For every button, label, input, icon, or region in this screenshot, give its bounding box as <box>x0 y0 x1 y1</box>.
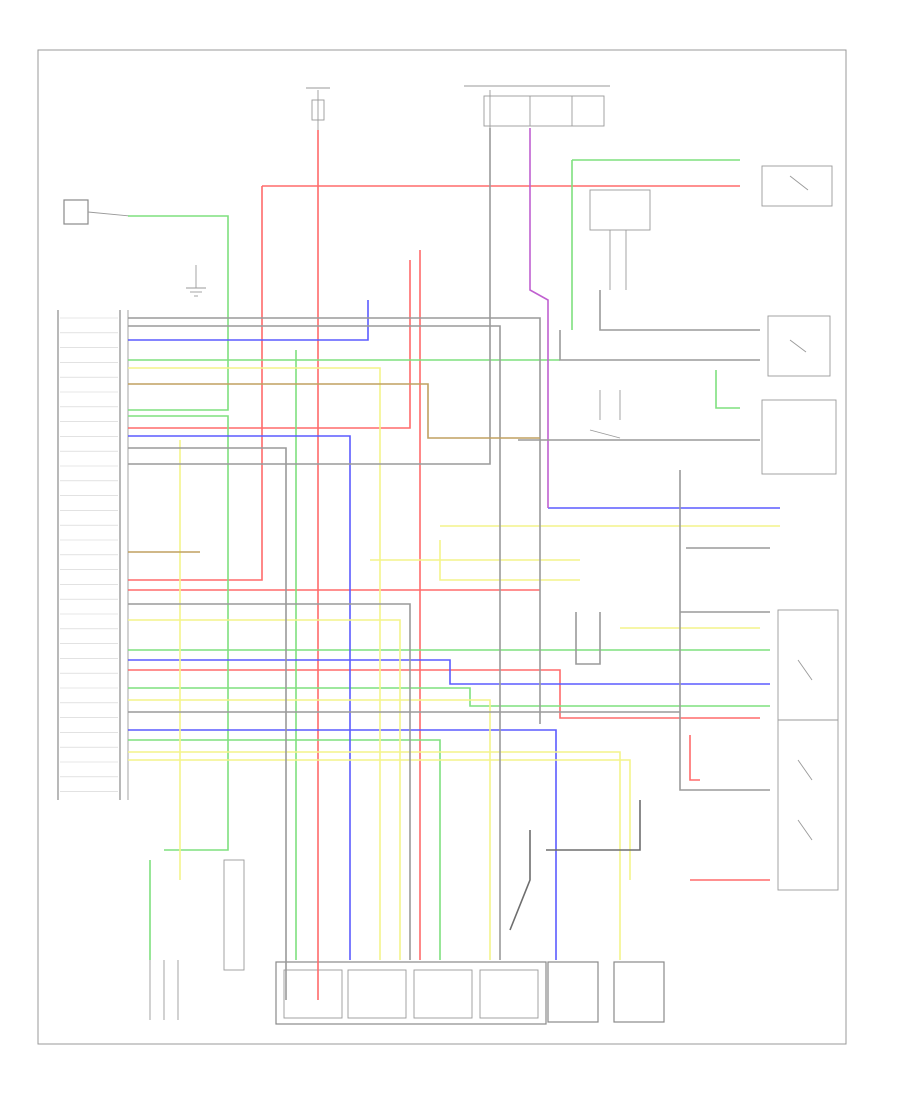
center-switch <box>589 390 621 439</box>
data-link-connector <box>63 199 131 225</box>
wires <box>128 128 780 1000</box>
green-wire <box>128 415 229 851</box>
brown-wire <box>128 383 540 439</box>
dark-wire <box>546 800 641 851</box>
red-wire <box>128 186 263 581</box>
red-wire <box>128 669 760 719</box>
blue-wire <box>128 435 351 960</box>
purple-wire <box>529 128 549 508</box>
bottom-left-sensors <box>149 859 245 1020</box>
dark-wire <box>509 830 531 931</box>
yellow-wire <box>128 751 621 960</box>
gray-wire <box>128 325 501 960</box>
gray-wire <box>599 290 760 331</box>
yellow-wire <box>128 367 381 960</box>
blue-wire <box>128 659 770 685</box>
red-wire <box>689 735 700 781</box>
center-relay <box>589 189 651 290</box>
red-wire <box>128 260 411 429</box>
gray-wire <box>128 128 491 465</box>
right-relay-2 <box>761 399 837 475</box>
diagram-frame <box>37 49 847 1045</box>
blue-wire <box>128 729 557 960</box>
gray-wire <box>679 470 770 791</box>
blue-wire <box>128 300 369 341</box>
bottom-connector <box>275 961 547 1025</box>
pin-rows <box>60 317 118 792</box>
right-switch-stack <box>777 609 839 891</box>
green-wire <box>715 370 740 409</box>
green-wire <box>128 687 770 707</box>
right-relay-1 <box>767 315 831 377</box>
gray-wire <box>559 330 760 361</box>
ground-symbol-top <box>186 265 206 297</box>
gray-wire <box>128 447 287 1000</box>
bottom-right-blocks <box>547 961 665 1023</box>
fuse-block-top-center <box>464 85 610 128</box>
gray-wire <box>128 317 541 724</box>
yellow-wire <box>128 619 401 960</box>
gray-wire <box>575 612 601 665</box>
green-wire <box>128 215 229 411</box>
yellow-wire <box>128 759 631 880</box>
right-switch-top <box>761 165 833 207</box>
green-wire <box>128 739 441 960</box>
gray-wire <box>128 603 411 960</box>
yellow-wire <box>439 540 580 581</box>
yellow-wire <box>128 699 491 960</box>
fuse-block-top-left <box>306 87 330 130</box>
left-module <box>57 310 129 800</box>
